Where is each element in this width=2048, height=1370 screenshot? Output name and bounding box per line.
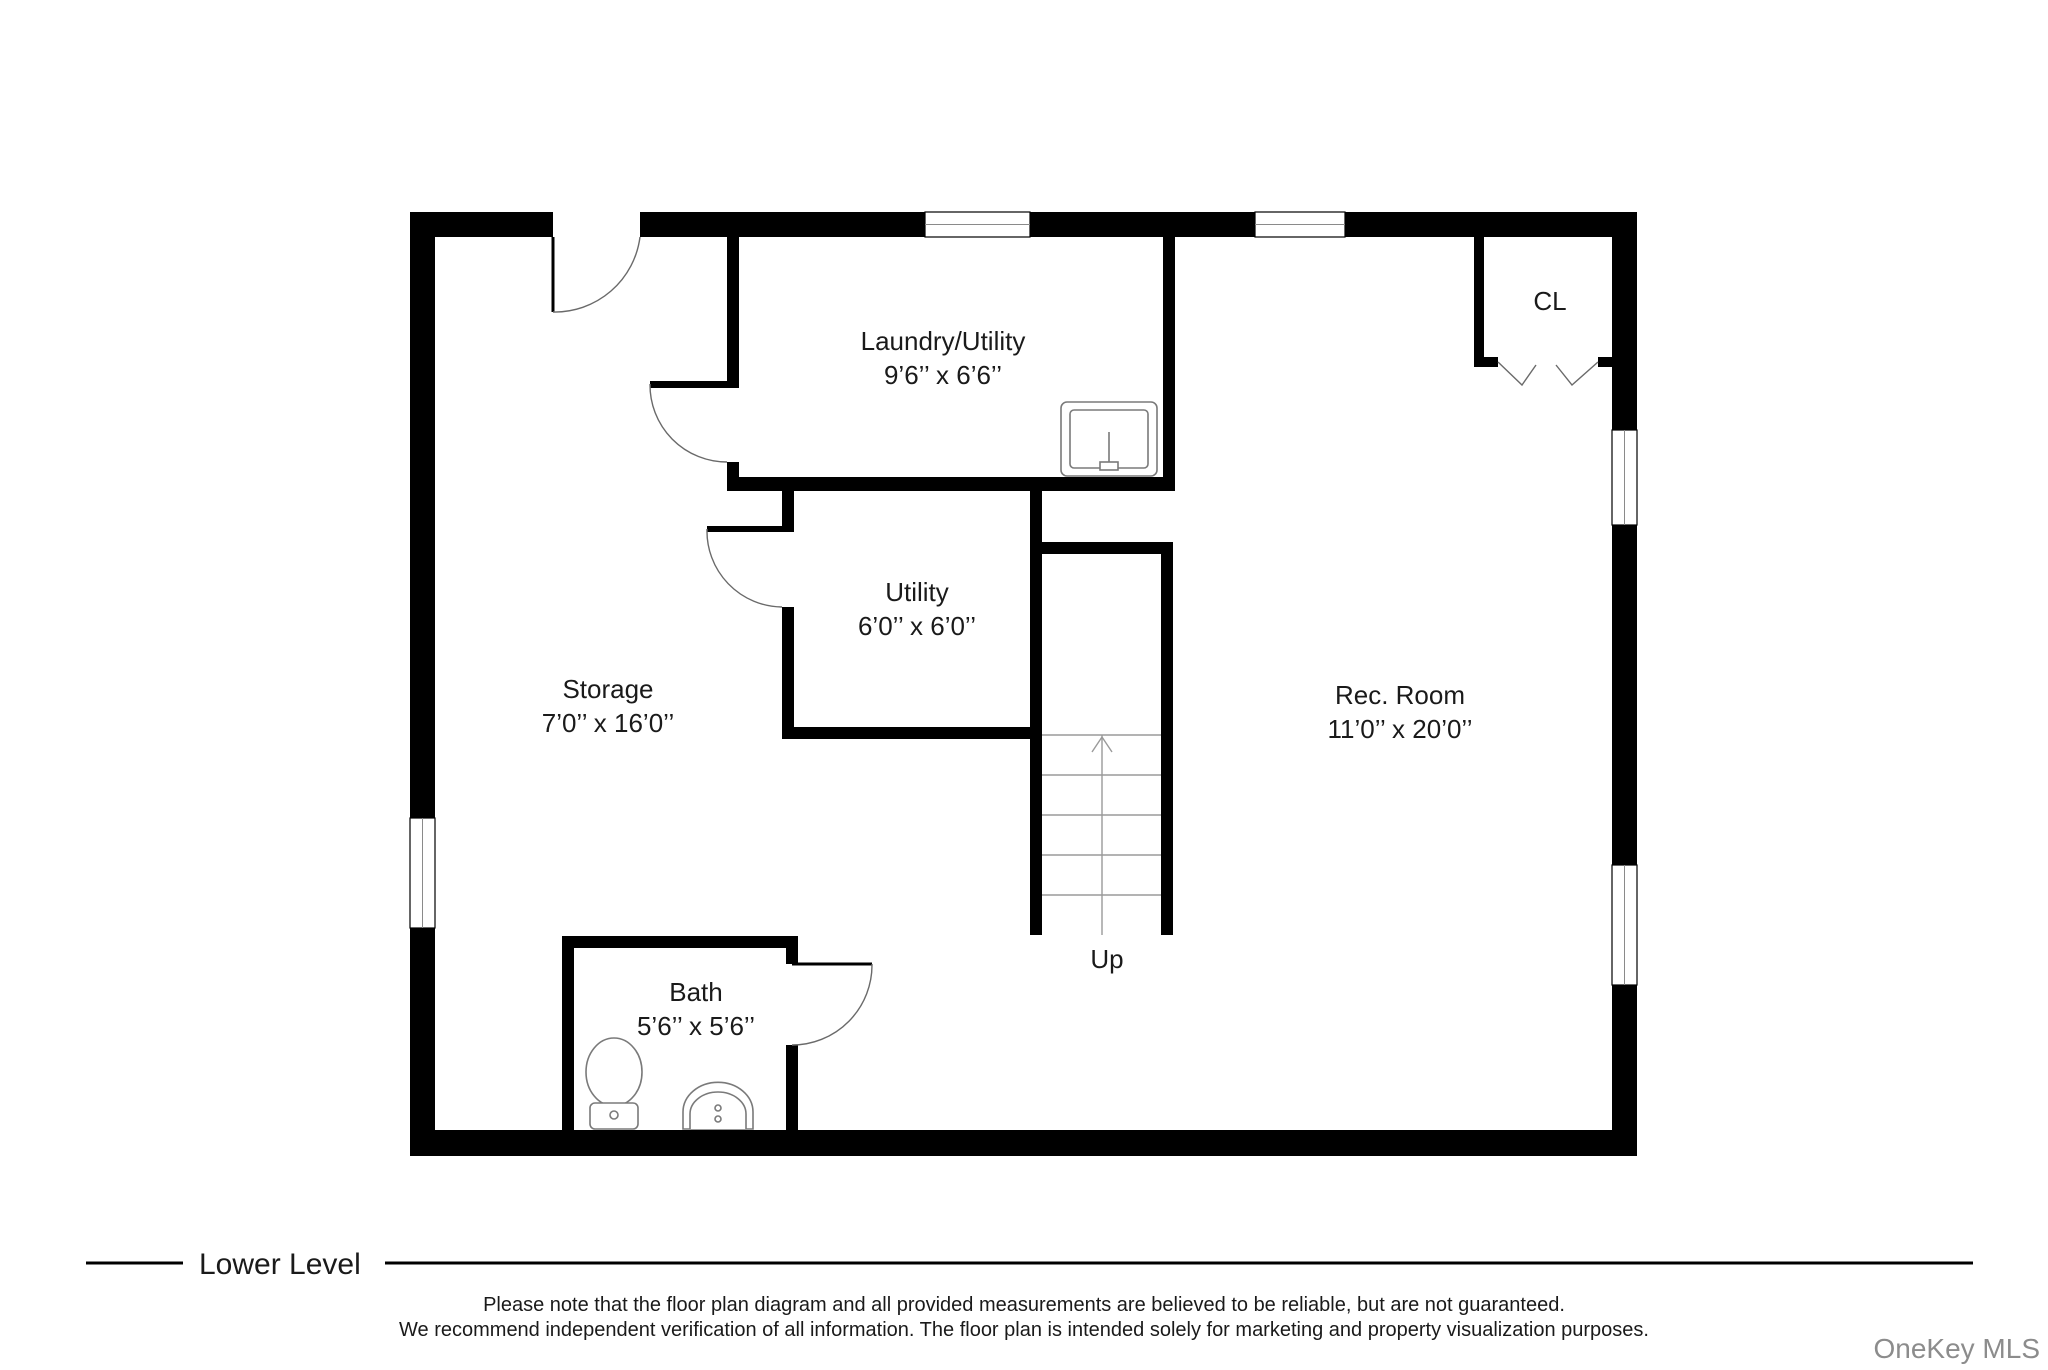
- windows: [409, 211, 1638, 986]
- arrow-up-icon: [1091, 735, 1113, 753]
- window-top-laundry: [924, 211, 1031, 238]
- room-name: Utility: [885, 577, 949, 607]
- room-storage: Storage 7’0’’ x 16’0’’: [542, 674, 675, 738]
- room-closet: CL: [1533, 286, 1566, 316]
- room-name: Rec. Room: [1335, 680, 1465, 710]
- room-dimensions: 7’0’’ x 16’0’’: [542, 708, 675, 738]
- room-laundry-utility: Laundry/Utility 9’6’’ x 6’6’’: [861, 326, 1026, 390]
- disclaimer-line-1: Please note that the floor plan diagram …: [483, 1294, 1565, 1316]
- door-closet-bifold: [1497, 361, 1599, 387]
- window-top-rec-room: [1254, 211, 1346, 238]
- laundry-sink-icon: [1060, 401, 1158, 477]
- room-bath: Bath 5’6’’ x 5’6’’: [637, 977, 755, 1041]
- fixtures: [585, 401, 1158, 1130]
- room-dimensions: 11’0’’ x 20’0’’: [1327, 714, 1472, 744]
- disclaimer-line-2: We recommend independent verification of…: [399, 1319, 1649, 1341]
- toilet-icon: [585, 1037, 643, 1130]
- room-name: Bath: [669, 977, 723, 1007]
- stairs-label: Up: [1090, 944, 1123, 974]
- window-right-upper: [1611, 429, 1638, 526]
- window-left-storage: [409, 817, 436, 929]
- room-dimensions: 9’6’’ x 6’6’’: [884, 360, 1002, 390]
- door-laundry: [649, 382, 728, 463]
- room-rec-room: Rec. Room 11’0’’ x 20’0’’: [1327, 680, 1472, 744]
- room-name: Laundry/Utility: [861, 326, 1026, 356]
- watermark-logo: OneKey MLS: [1873, 1333, 2040, 1364]
- bath-sink-icon: [682, 1081, 754, 1130]
- room-utility: Utility 6’0’’ x 6’0’’: [858, 577, 976, 641]
- door-storage-top: [551, 236, 641, 313]
- room-dimensions: 5’6’’ x 5’6’’: [637, 1011, 755, 1041]
- doors: [551, 236, 1599, 1046]
- room-dimensions: 6’0’’ x 6’0’’: [858, 611, 976, 641]
- staircase: Up: [1042, 734, 1161, 974]
- window-right-lower: [1611, 864, 1638, 986]
- exterior-walls: [410, 212, 1637, 1156]
- door-bath: [791, 962, 873, 1046]
- level-title: Lower Level: [199, 1248, 361, 1281]
- room-name: Storage: [562, 674, 653, 704]
- door-utility: [706, 527, 783, 608]
- room-name: CL: [1533, 286, 1566, 316]
- footer: Lower Level Please note that the floor p…: [86, 1248, 2040, 1364]
